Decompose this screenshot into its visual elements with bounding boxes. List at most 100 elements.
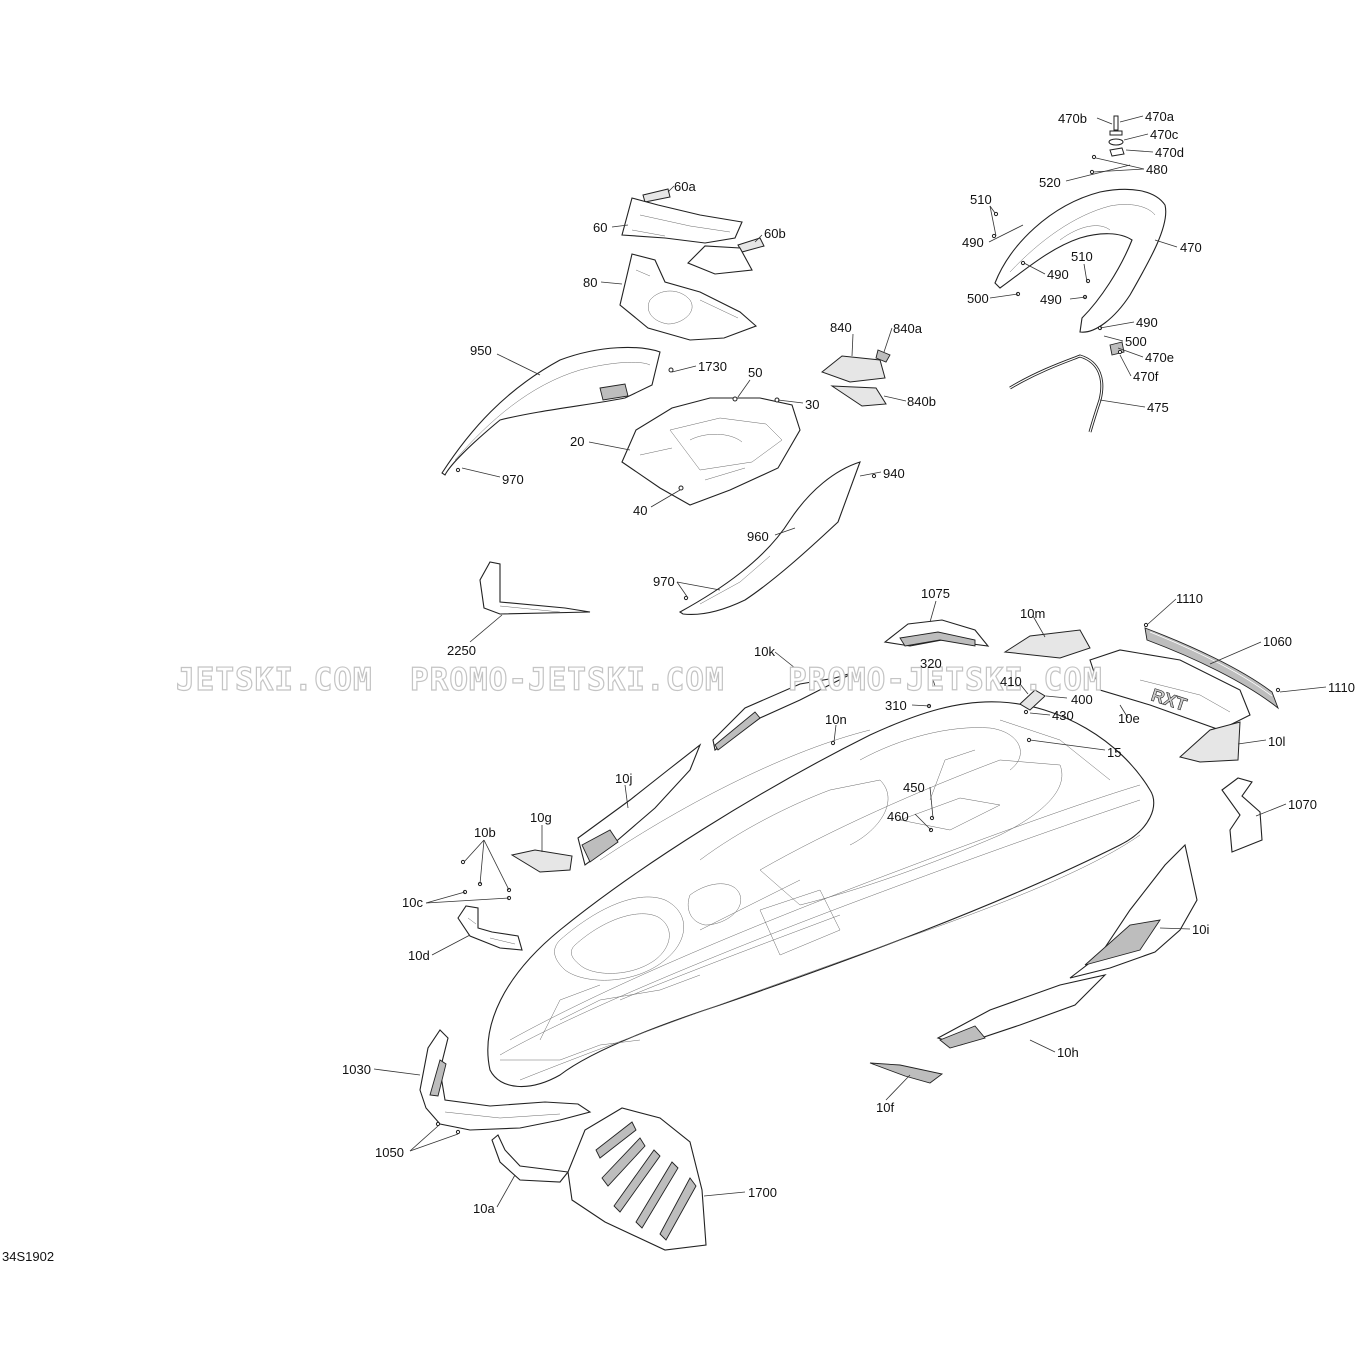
callout-label: 480 [1146, 162, 1168, 177]
part-10h [936, 974, 1107, 1049]
callout-label: 10c [402, 895, 423, 910]
callout-label: 490 [1136, 315, 1158, 330]
callout-label: 400 [1071, 692, 1093, 707]
callout-label: 10h [1057, 1045, 1079, 1060]
part-840a [875, 349, 891, 363]
callout-label: 840 [830, 320, 852, 335]
part-80 [619, 253, 758, 341]
callout-label: 10b [474, 825, 496, 840]
callout-label: 470c [1150, 127, 1179, 142]
callout-label: 1110 [1176, 591, 1203, 606]
part-10j [577, 743, 702, 866]
callout-label: 1050 [375, 1145, 404, 1160]
callout-label: 470 [1180, 240, 1202, 255]
callout-label: 1700 [748, 1185, 777, 1200]
part-1075 [883, 619, 990, 647]
part-1700 [567, 1107, 707, 1251]
diagram-code: 34S1902 [2, 1249, 55, 1264]
callout-label: 1070 [1288, 797, 1317, 812]
part-470e [1109, 341, 1125, 356]
callout-label: 450 [903, 780, 925, 795]
callout-label: 1030 [342, 1062, 371, 1077]
part-60-lower [687, 245, 753, 275]
callout-label: 310 [885, 698, 907, 713]
callout-label: 10m [1020, 606, 1046, 621]
hull-body [487, 701, 1155, 1087]
callout-label: 510 [1071, 249, 1093, 264]
part-60 [621, 197, 743, 244]
callout-label: 510 [970, 192, 992, 207]
part-470 [994, 188, 1167, 333]
callout-label: 60 [593, 220, 608, 235]
part-10a [491, 1134, 570, 1183]
callout-label: 2250 [447, 643, 476, 658]
callout-label: 470d [1155, 145, 1184, 160]
part-60b [737, 237, 765, 253]
part-10i [1069, 843, 1198, 979]
callout-label: 500 [1125, 334, 1147, 349]
part-2250 [479, 561, 591, 615]
callout-label: 10f [876, 1100, 895, 1115]
part-10d [457, 905, 523, 951]
callout-label: 1110 [1328, 680, 1355, 695]
callout-label: 470f [1133, 369, 1159, 384]
callout-label: 470e [1145, 350, 1174, 365]
leader-lines [373, 115, 1327, 1208]
callout-label: 60b [764, 226, 786, 241]
part-1050-screws [435, 1121, 461, 1135]
callout-label: 950 [470, 343, 492, 358]
callout-label: 10e [1118, 711, 1140, 726]
watermark-text: PROMO-JETSKI.COM [409, 661, 725, 698]
part-10g [510, 849, 573, 873]
part-950 [441, 346, 661, 476]
callout-label: 1060 [1263, 634, 1292, 649]
callout-label: 10a [473, 1201, 495, 1216]
callout-label: 10n [825, 712, 847, 727]
callout-label: 490 [962, 235, 984, 250]
part-60a [642, 188, 671, 203]
part-840b [830, 385, 887, 407]
part-1030 [419, 1029, 592, 1131]
callout-label: 840b [907, 394, 936, 409]
callout-label: 470a [1145, 109, 1174, 124]
part-400 [1019, 689, 1046, 711]
callout-label: 490 [1047, 267, 1069, 282]
callout-label: 320 [920, 656, 942, 671]
callout-label: 940 [883, 466, 905, 481]
callout-label: 10l [1268, 734, 1286, 749]
callout-label: 40 [633, 503, 648, 518]
part-960 [678, 461, 861, 615]
callout-label: 970 [502, 472, 524, 487]
callout-label: 1075 [921, 586, 950, 601]
part-10e: RXT [1089, 649, 1251, 731]
callout-label: 970 [653, 574, 675, 589]
callout-label: 60a [674, 179, 696, 194]
callout-label: 10i [1192, 922, 1210, 937]
callout-label: 10k [754, 644, 775, 659]
callout-label: 840a [893, 321, 922, 336]
callout-label: 10d [408, 948, 430, 963]
callout-label: 80 [583, 275, 598, 290]
callout-label: 460 [887, 809, 909, 824]
callout-label: 15 [1107, 745, 1122, 760]
callout-label: 30 [805, 397, 820, 412]
part-1070 [1221, 777, 1263, 853]
watermark-text: JETSKI.COM [175, 661, 373, 698]
part-840 [820, 355, 886, 383]
callout-label: 470b [1058, 111, 1087, 126]
callout-label: 1730 [698, 359, 727, 374]
callout-label: 960 [747, 529, 769, 544]
callout-label: 20 [570, 434, 585, 449]
callout-label: 10g [530, 810, 552, 825]
callout-label: 490 [1040, 292, 1062, 307]
part-470-hardware [1089, 115, 1125, 175]
callout-label: 430 [1052, 708, 1074, 723]
callout-label: 410 [1000, 674, 1022, 689]
callout-label: 10j [615, 771, 633, 786]
watermark-text: PROMO-JETSKI.COM [787, 661, 1103, 698]
callout-label: 50 [748, 365, 763, 380]
part-10m [1003, 629, 1091, 659]
callout-label: 475 [1147, 400, 1169, 415]
part-10k [712, 671, 856, 751]
